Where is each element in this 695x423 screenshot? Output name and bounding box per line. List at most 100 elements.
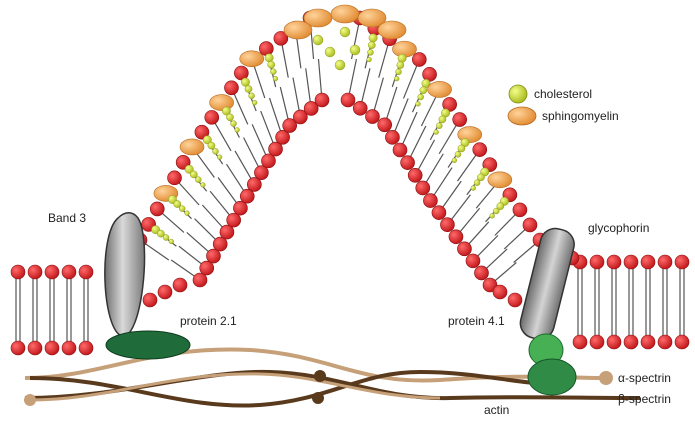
cholesterol bbox=[252, 100, 257, 105]
phospholipid-head bbox=[28, 265, 42, 279]
phospholipid-head bbox=[79, 265, 93, 279]
phospholipid-head bbox=[224, 81, 238, 95]
cholesterol bbox=[471, 186, 476, 191]
phospholipid-head bbox=[28, 341, 42, 355]
protein-2-1 bbox=[106, 331, 190, 359]
cholesterol bbox=[208, 142, 215, 149]
cholesterol bbox=[226, 114, 233, 121]
phospholipid-head bbox=[401, 156, 415, 170]
phospholipid-head bbox=[150, 202, 164, 216]
phospholipid-head bbox=[45, 265, 59, 279]
phospholipid-head bbox=[365, 110, 379, 124]
cholesterol bbox=[265, 54, 273, 62]
phospholipid-head bbox=[45, 341, 59, 355]
spectrin-node-2 bbox=[312, 392, 324, 404]
sphingomyelin-head bbox=[488, 172, 512, 188]
phospholipid-head bbox=[62, 341, 76, 355]
phospholipid-head bbox=[493, 285, 507, 299]
cholesterol bbox=[452, 158, 457, 163]
cholesterol bbox=[420, 87, 427, 94]
phospholipid-head bbox=[385, 130, 399, 144]
phospholipid-head bbox=[227, 213, 241, 227]
cholesterol-legend-label: cholesterol bbox=[534, 87, 592, 101]
phospholipid-head bbox=[315, 93, 329, 107]
cholesterol bbox=[474, 180, 480, 186]
phospholipid-head bbox=[143, 293, 157, 307]
cholesterol bbox=[398, 54, 406, 62]
cholesterol bbox=[273, 76, 278, 81]
cholesterol bbox=[249, 93, 255, 99]
phospholipid-head bbox=[607, 335, 621, 349]
phospholipid-head bbox=[158, 285, 172, 299]
cholesterol bbox=[270, 69, 276, 75]
phospholipid-head bbox=[168, 171, 182, 185]
phospholipid-head bbox=[408, 168, 422, 182]
phospholipid-head bbox=[607, 255, 621, 269]
cholesterol bbox=[458, 145, 465, 152]
legend: cholesterol sphingomyelin bbox=[508, 85, 619, 125]
phospholipid-head bbox=[641, 335, 655, 349]
cholesterol bbox=[313, 35, 323, 45]
phospholipid-head bbox=[473, 143, 487, 157]
cholesterol bbox=[434, 130, 439, 135]
cholesterol bbox=[235, 128, 240, 133]
phospholipid-head bbox=[624, 255, 638, 269]
cholesterol bbox=[350, 45, 360, 55]
phospholipid-head bbox=[341, 93, 355, 107]
beta-spectrin-end bbox=[24, 394, 36, 406]
phospholipid-head bbox=[453, 113, 467, 127]
cholesterol bbox=[416, 101, 421, 106]
glycophorin-protein bbox=[517, 225, 577, 342]
cholesterol bbox=[335, 60, 345, 70]
cholesterol bbox=[455, 151, 461, 157]
phospholipid-head bbox=[624, 335, 638, 349]
cholesterol bbox=[169, 239, 174, 244]
phospholipid-head bbox=[675, 335, 689, 349]
band3-protein bbox=[105, 213, 145, 336]
phospholipid-head bbox=[590, 335, 604, 349]
phospholipid-head bbox=[508, 293, 522, 307]
cholesterol bbox=[190, 171, 197, 178]
sphingomyelin-head bbox=[378, 21, 406, 39]
phospholipid-head bbox=[432, 206, 446, 220]
phospholipid-head bbox=[513, 203, 527, 217]
cholesterol bbox=[367, 49, 373, 55]
cholesterol bbox=[325, 47, 335, 57]
phospholipid-head bbox=[658, 255, 672, 269]
sphingomyelin-legend-label: sphingomyelin bbox=[542, 109, 619, 123]
phospholipid-head bbox=[259, 42, 273, 56]
glycophorin-label: glycophorin bbox=[588, 221, 649, 235]
cholesterol-legend-icon bbox=[509, 85, 527, 103]
phospholipid-head bbox=[573, 335, 587, 349]
protein41-label: protein 4.1 bbox=[448, 314, 505, 328]
phospholipid-head bbox=[466, 254, 480, 268]
phospholipid-head bbox=[378, 118, 392, 132]
cholesterol bbox=[185, 211, 190, 216]
phospholipid-head bbox=[206, 249, 220, 263]
phospholipid-head bbox=[590, 255, 604, 269]
sphingomyelin-head bbox=[284, 21, 312, 39]
protein21-label: protein 2.1 bbox=[180, 314, 237, 328]
sphingomyelin-head bbox=[428, 81, 452, 97]
sphingomyelin-head bbox=[180, 139, 204, 155]
band3-label: Band 3 bbox=[48, 211, 86, 225]
phospholipid-head bbox=[11, 265, 25, 279]
phospholipid-head bbox=[474, 266, 488, 280]
phospholipid-head bbox=[658, 335, 672, 349]
phospholipid-head bbox=[173, 278, 187, 292]
actin-filament bbox=[528, 359, 576, 395]
cholesterol bbox=[394, 76, 399, 81]
phospholipid-head bbox=[213, 237, 227, 251]
sphingomyelin-legend-icon bbox=[508, 107, 536, 125]
cholesterol bbox=[200, 182, 205, 187]
cholesterol bbox=[396, 69, 402, 75]
cholesterol bbox=[217, 155, 222, 160]
phospholipid-head bbox=[393, 143, 407, 157]
cholesterol bbox=[493, 208, 499, 214]
cholesterol bbox=[367, 57, 372, 62]
cholesterol bbox=[231, 121, 237, 127]
cholesterol bbox=[163, 235, 169, 241]
cholesterol bbox=[213, 148, 219, 154]
phospholipid-head bbox=[423, 194, 437, 208]
phospholipid-head bbox=[440, 218, 454, 232]
